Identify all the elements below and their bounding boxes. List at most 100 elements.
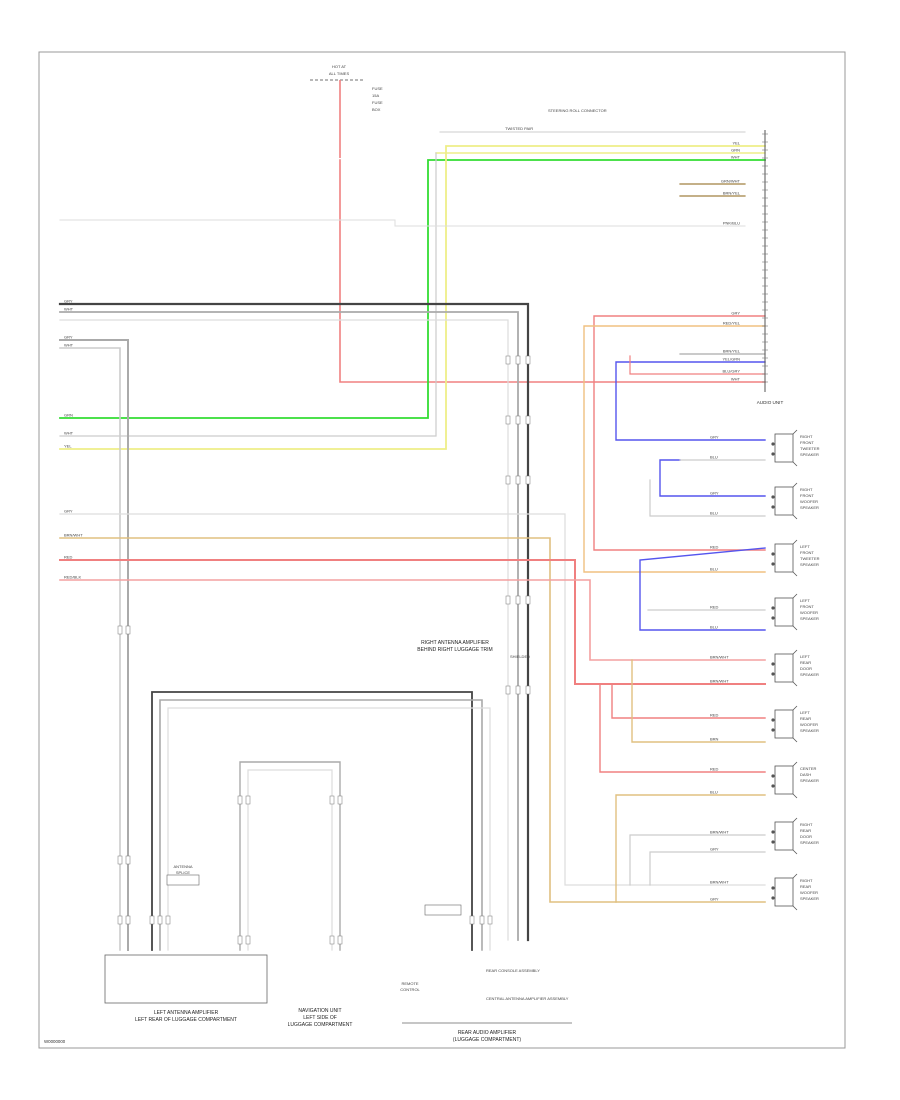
figure-reference: W0000000 xyxy=(44,1039,66,1044)
wire-shield-dark xyxy=(58,302,530,942)
connector-marker xyxy=(117,625,123,635)
fuse-box-title-2: ALL TIMES xyxy=(329,71,350,76)
connector-marker xyxy=(479,915,485,925)
wire-spk-red xyxy=(59,559,766,685)
rear-audio-line2: (LUGGAGE COMPARTMENT) xyxy=(453,1037,521,1043)
right-antenna-line1: RIGHT ANTENNA AMPLIFIER xyxy=(421,640,489,646)
speaker-body xyxy=(774,486,794,516)
audio-pin-label: BRN/YEL xyxy=(723,349,741,354)
left-wire-label: GRY xyxy=(64,299,73,304)
remote-connector xyxy=(424,904,462,916)
connector-marker xyxy=(245,935,251,945)
fuse-label-1: FUSE xyxy=(372,86,383,91)
wire-nav-loop-light xyxy=(167,707,491,951)
connector-marker xyxy=(337,935,343,945)
connector-marker xyxy=(505,355,511,365)
speaker-label: FRONT xyxy=(800,550,814,555)
speaker-wire-label: BLU xyxy=(710,511,718,516)
wire-rr-red-1 xyxy=(599,683,766,773)
connector-marker xyxy=(505,595,511,605)
speaker-label: RIGHT xyxy=(800,822,813,827)
speaker-wire-label: RED xyxy=(710,713,719,718)
speaker-body xyxy=(774,765,794,795)
connector-marker xyxy=(505,475,511,485)
speaker-label: REAR xyxy=(800,660,811,665)
speaker-cone xyxy=(792,461,798,467)
speaker-cone xyxy=(792,849,798,855)
speaker-body xyxy=(774,709,794,739)
left-wire-label: BRN/WHT xyxy=(64,533,83,538)
fuse-label-2: 15A xyxy=(372,93,379,98)
left-wire-label: GRN xyxy=(64,413,73,418)
connector-marker xyxy=(157,915,163,925)
left-antenna-line1: LEFT ANTENNA AMPLIFIER xyxy=(154,1010,219,1016)
wire-green xyxy=(59,159,766,419)
speaker-terminal xyxy=(771,495,775,499)
speaker-terminal xyxy=(771,505,775,509)
speaker-label: LEFT xyxy=(800,710,810,715)
connector-marker xyxy=(487,915,493,925)
wire-nav-loop-dark xyxy=(151,691,473,951)
wire-small-loop-light xyxy=(247,769,333,951)
audio-pin-label: GRN/WHT xyxy=(721,179,741,184)
connector-marker xyxy=(237,935,243,945)
audio-pin-label: RED/YEL xyxy=(723,321,741,326)
connector-marker xyxy=(329,795,335,805)
connector-marker xyxy=(505,415,511,425)
speaker-label: SPEAKER xyxy=(800,562,819,567)
wire-white xyxy=(59,152,437,437)
speaker-terminal xyxy=(771,784,775,788)
wire-left-grey xyxy=(59,339,129,951)
speaker-terminal xyxy=(771,552,775,556)
speaker-label: REAR xyxy=(800,716,811,721)
connector-marker xyxy=(117,855,123,865)
connector-marker xyxy=(515,475,521,485)
wire-rr-tan-2 xyxy=(615,794,766,903)
audio-pin-label: GRN xyxy=(731,148,740,153)
steering-connector-label: STEERING ROLL CONNECTOR xyxy=(548,108,607,113)
speaker-cone xyxy=(792,737,798,743)
speaker-label: TWEETER xyxy=(800,446,820,451)
connector-marker xyxy=(117,915,123,925)
antenna-splice-box xyxy=(166,874,200,886)
connector-marker xyxy=(515,595,521,605)
wire-spk-pink xyxy=(59,579,766,661)
speaker-wire-label: BRN xyxy=(710,737,719,742)
connector-marker xyxy=(515,685,521,695)
connector-marker xyxy=(525,685,531,695)
navigation-line2: LEFT SIDE OF xyxy=(303,1015,337,1021)
speaker-label: SPEAKER xyxy=(800,840,819,845)
speaker-wire-label: RED xyxy=(710,605,719,610)
wire-spk-white xyxy=(59,513,766,886)
speaker-label: WOOFER xyxy=(800,890,818,895)
connector-marker xyxy=(515,415,521,425)
speaker-cone xyxy=(792,429,798,435)
left-wire-label: RED/BLK xyxy=(64,575,81,580)
speaker-label: SPEAKER xyxy=(800,505,819,510)
speaker-terminal xyxy=(771,606,775,610)
wire-fr-red xyxy=(593,315,766,551)
speaker-cone xyxy=(792,593,798,599)
speaker-wire-label: BRN/WHT xyxy=(710,655,729,660)
wire-rr-grey xyxy=(629,834,766,886)
speaker-label: WOOFER xyxy=(800,499,818,504)
wire-au-grey xyxy=(629,355,766,375)
audio-pin-label: BRN/YEL xyxy=(723,191,741,196)
twisted-pair-label: TWISTED PAIR xyxy=(505,126,533,131)
speaker-label: SPEAKER xyxy=(800,672,819,677)
remote-label-line2: CONTROL xyxy=(400,987,420,992)
speaker-label: SPEAKER xyxy=(800,778,819,783)
connector-marker xyxy=(525,415,531,425)
wire-grey-top xyxy=(59,219,746,227)
speaker-cone xyxy=(792,625,798,631)
speaker-cone xyxy=(792,873,798,879)
speaker-wire-label: BRN/WHT xyxy=(710,679,729,684)
speaker-wire-label: GRY xyxy=(710,847,719,852)
note-1: REAR CONSOLE ASSEMBLY xyxy=(486,968,540,973)
connector-marker xyxy=(337,795,343,805)
audio-pin-label: BLU/GRY xyxy=(723,369,741,374)
